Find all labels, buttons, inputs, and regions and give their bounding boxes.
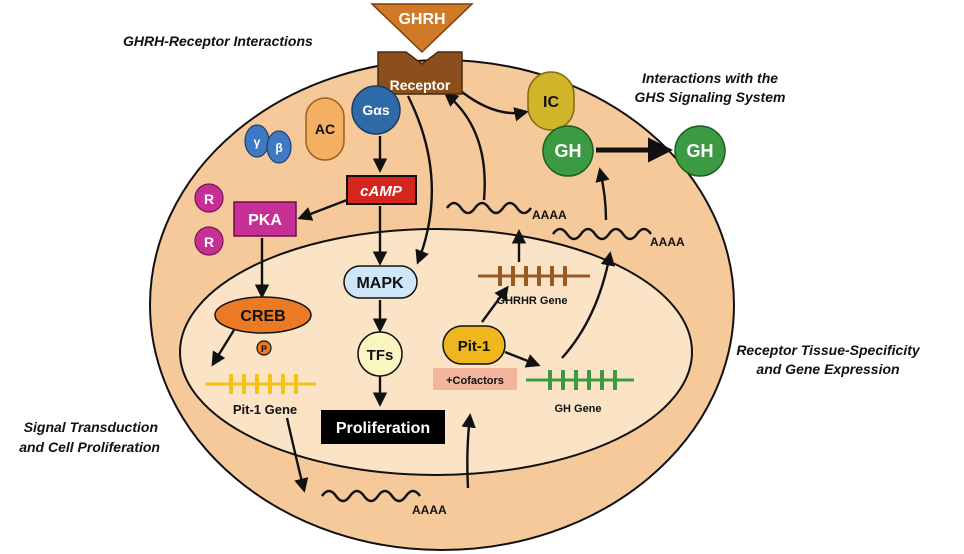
transcription-factors: TFs [357, 331, 403, 377]
cofactors: +Cofactors [433, 368, 517, 390]
r2-label: R [204, 234, 214, 250]
mrna-bottom: AAAA [321, 489, 447, 517]
camp: cAMP [346, 175, 417, 205]
proliferation: Proliferation [321, 410, 445, 444]
gh-gene-label: GH Gene [554, 403, 601, 415]
arrow-mrna-to-gh [595, 167, 610, 221]
mrna-right-polya: AAAA [650, 235, 685, 249]
ic: IC [527, 71, 575, 131]
cofactors-label: +Cofactors [446, 375, 504, 387]
gh-gene: GH Gene [526, 370, 634, 415]
creb: CREB P [214, 296, 312, 356]
ghrhr-gene: GHRHR Gene [478, 266, 590, 307]
pka-regulatory-2: R [194, 226, 224, 256]
pit1: Pit-1 [442, 325, 506, 365]
ghrhr-gene-label: GHRHR Gene [497, 295, 568, 307]
arrow-receptor-to-mapk [406, 95, 434, 265]
caption-signal-line2: and Cell Proliferation [19, 439, 160, 455]
ghrh-ligand: GHRH [370, 3, 474, 54]
arrow-mrna-to-pit1 [461, 413, 476, 489]
gh-bound: GH [542, 125, 594, 177]
g-beta-gamma: γ β [244, 124, 292, 164]
beta-label: β [275, 141, 282, 155]
camp-label: cAMP [360, 183, 403, 200]
mrna-upper-polya: AAAA [532, 208, 567, 222]
gh-bound-label: GH [555, 141, 582, 161]
receptor: Receptor [377, 51, 463, 95]
arrow-gh-gene-to-mrna [561, 251, 615, 359]
arrow-pit1-gene-to-mrna [285, 417, 309, 493]
caption-receptor-interactions: GHRH-Receptor Interactions [123, 33, 313, 49]
mapk-label: MAPK [356, 275, 404, 292]
arrows [211, 91, 673, 493]
pka-regulatory-1: R [194, 183, 224, 213]
arrow-receptor-to-ic [461, 91, 529, 122]
arrow-pit1-to-gh-gene [504, 350, 541, 368]
mapk: MAPK [343, 265, 418, 299]
arrow-camp-to-pka [297, 198, 348, 221]
caption-tissue-line2: and Gene Expression [756, 361, 899, 377]
gamma-label: γ [254, 135, 261, 149]
caption-ghs-line1: Interactions with the [642, 70, 778, 86]
mrna-upper: AAAA [446, 201, 567, 222]
phospho-label: P [261, 344, 267, 354]
ghrh-label: GHRH [398, 11, 445, 28]
caption-signal-line1: Signal Transduction [24, 419, 158, 435]
arrow-creb-to-pit1-gene [211, 329, 236, 367]
creb-label: CREB [240, 308, 285, 325]
receptor-label: Receptor [390, 77, 451, 93]
ac-label: AC [315, 121, 335, 137]
ic-label: IC [543, 94, 559, 111]
nucleus [179, 228, 693, 476]
adenylyl-cyclase: AC [305, 97, 345, 161]
arrow-mrna-to-receptor [443, 92, 486, 201]
arrow-pit1-to-ghrhr-gene [481, 285, 509, 323]
pit1-gene: Pit-1 Gene [205, 374, 316, 417]
proliferation-label: Proliferation [336, 420, 430, 437]
tfs-label: TFs [367, 347, 394, 364]
g-alpha-s: Gαs [351, 85, 401, 135]
pka-label: PKA [248, 212, 282, 229]
mrna-right: AAAA [552, 227, 685, 249]
caption-tissue-line1: Receptor Tissue-Specificity [736, 342, 921, 358]
g-alpha-s-label: Gαs [362, 102, 389, 118]
gh-secreted-label: GH [687, 141, 714, 161]
pit1-gene-label: Pit-1 Gene [233, 402, 297, 417]
r1-label: R [204, 191, 214, 207]
gh-secreted: GH [674, 125, 726, 177]
pit1-label: Pit-1 [458, 338, 491, 355]
caption-ghs-line2: GHS Signaling System [635, 89, 786, 105]
pka: PKA [233, 201, 297, 237]
mrna-bottom-polya: AAAA [412, 503, 447, 517]
